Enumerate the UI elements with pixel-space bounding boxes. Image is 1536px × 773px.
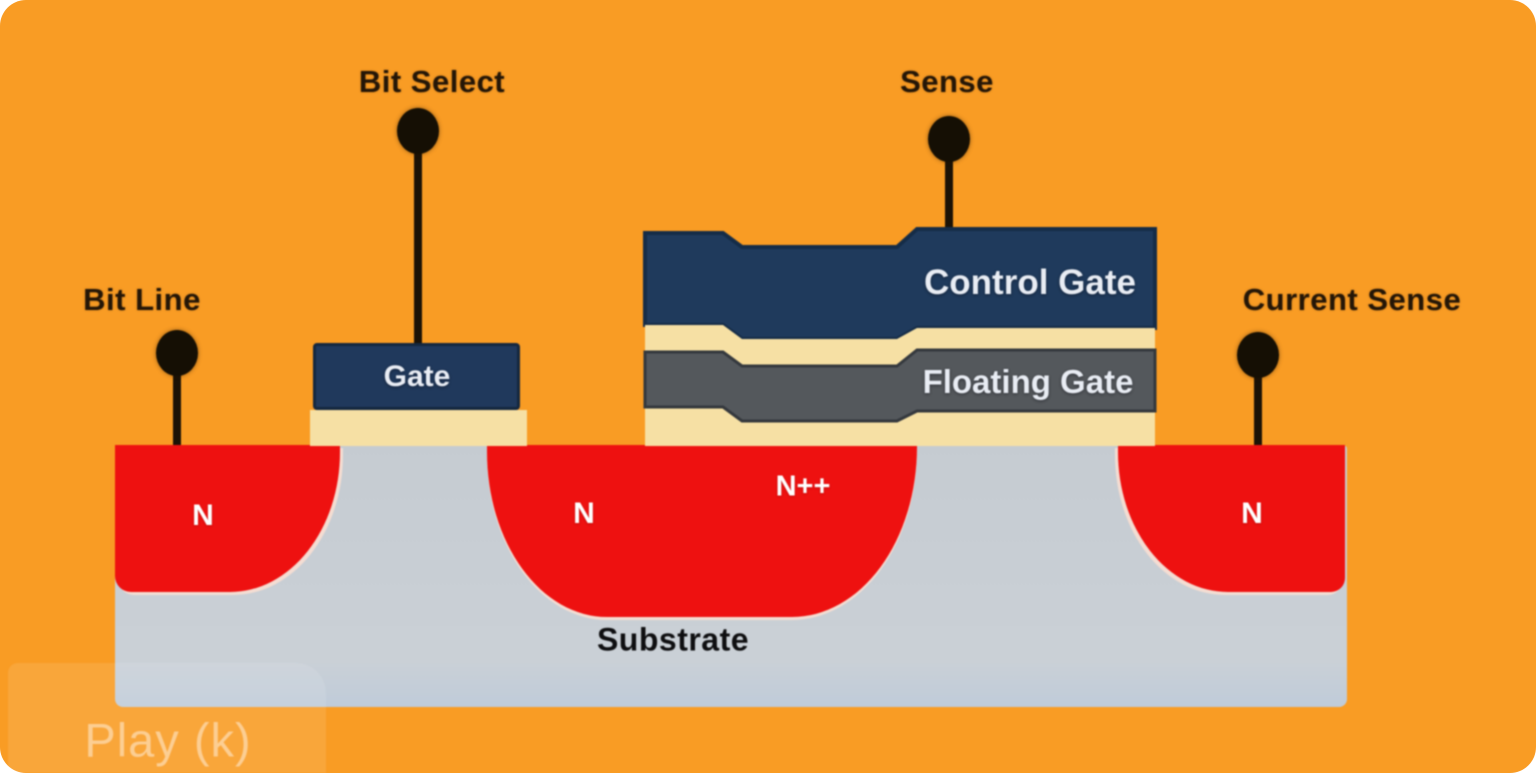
gate-block — [313, 343, 520, 410]
n-region-left-label: N — [192, 499, 214, 532]
control-gate-label: Control Gate — [924, 263, 1136, 302]
floating-gate-label: Floating Gate — [922, 363, 1134, 400]
n-region-right-label: N — [1241, 497, 1263, 530]
current-sense-wire — [1254, 372, 1262, 450]
current-sense-terminal-dot-icon — [1237, 332, 1279, 378]
oxide-upper-layer — [645, 325, 1155, 366]
n-region-center — [487, 445, 917, 617]
bit-line-label: Bit Line — [83, 282, 201, 317]
bit-select-wire — [414, 148, 422, 348]
sense-terminal-dot-icon — [928, 116, 970, 162]
n-plus-region-label: N++ — [775, 470, 831, 503]
bit-line-wire — [173, 370, 181, 450]
sense-wire — [945, 155, 953, 237]
oxide-lower-layer — [645, 407, 1155, 446]
play-tooltip-label: Play (k) — [84, 713, 252, 767]
play-tooltip-overlay — [8, 663, 326, 773]
bit-line-terminal-dot-icon — [156, 330, 198, 376]
substrate-label: Substrate — [596, 621, 750, 658]
gate-label: Gate — [383, 360, 451, 393]
gate-oxide — [310, 410, 527, 446]
sense-label: Sense — [900, 64, 994, 99]
floating-gate-layer — [643, 348, 1157, 423]
bit-select-terminal-dot-icon — [397, 108, 439, 154]
n-region-center-label: N — [573, 497, 595, 530]
bit-select-label: Bit Select — [358, 64, 506, 99]
current-sense-label: Current Sense — [1242, 282, 1462, 317]
